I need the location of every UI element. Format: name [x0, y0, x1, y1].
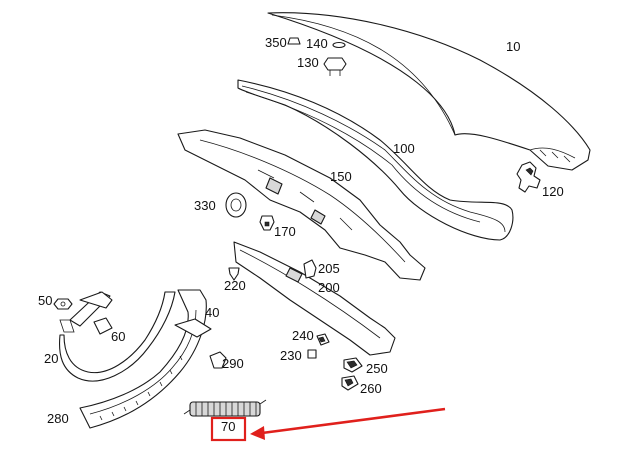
plug-part-330[interactable] [225, 192, 247, 218]
callout-240: 240 [292, 328, 314, 343]
spring-part-70[interactable] [183, 399, 267, 417]
highlight-box [210, 416, 247, 442]
nut-part-50[interactable] [53, 298, 73, 310]
trunk-lid-part[interactable] [267, 12, 591, 171]
callout-205: 205 [318, 261, 340, 276]
cap-part-290[interactable] [209, 351, 227, 369]
callout-20: 20 [44, 351, 58, 366]
callout-280: 280 [47, 411, 69, 426]
callout-60: 60 [111, 329, 125, 344]
callout-10: 10 [506, 39, 520, 54]
callout-120: 120 [542, 184, 564, 199]
callout-250: 250 [366, 361, 388, 376]
callout-130: 130 [297, 55, 319, 70]
clip-part-205[interactable] [303, 259, 317, 279]
callout-40: 40 [205, 305, 219, 320]
arm-part-280[interactable] [79, 289, 212, 429]
part-250[interactable] [343, 357, 363, 373]
clip-part-170[interactable] [259, 215, 275, 231]
part-230[interactable] [307, 349, 317, 359]
hinge-part-20[interactable] [58, 291, 176, 382]
part-240[interactable] [316, 333, 330, 346]
callout-260: 260 [360, 381, 382, 396]
callout-50: 50 [38, 293, 52, 308]
callout-200: 200 [318, 280, 340, 295]
callout-330: 330 [194, 198, 216, 213]
trim-strip-part-200[interactable] [233, 241, 396, 356]
callout-140: 140 [306, 36, 328, 51]
callout-100: 100 [393, 141, 415, 156]
highlight-arrow [250, 407, 446, 440]
washer-part-140[interactable] [332, 41, 346, 49]
callout-230: 230 [280, 348, 302, 363]
latch-part-120[interactable] [516, 161, 541, 193]
callout-70: 70 [221, 419, 235, 434]
clip-part-220[interactable] [228, 267, 240, 281]
callout-350: 350 [265, 35, 287, 50]
bracket-part-60[interactable] [93, 317, 113, 335]
buffer-part-130[interactable] [323, 57, 347, 76]
callout-170: 170 [274, 224, 296, 239]
trim-panel-part-150[interactable] [177, 129, 426, 281]
part-260[interactable] [341, 375, 359, 391]
bumper-part-350[interactable] [287, 37, 301, 45]
callout-290: 290 [222, 356, 244, 371]
callout-220: 220 [224, 278, 246, 293]
callout-150: 150 [330, 169, 352, 184]
seal-part-100[interactable] [237, 79, 514, 241]
